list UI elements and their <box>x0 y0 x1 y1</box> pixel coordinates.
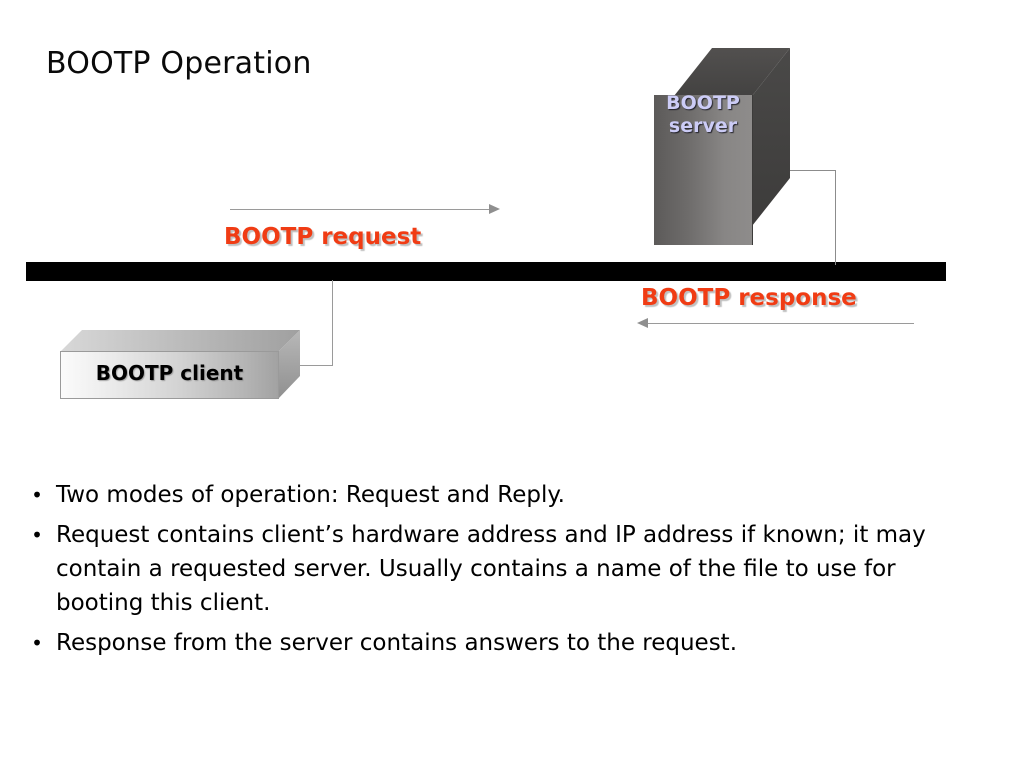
network-backbone-bar <box>26 262 946 281</box>
server-connector-horizontal <box>788 170 836 171</box>
client-connector-vertical <box>332 280 333 366</box>
list-item: • Response from the server contains answ… <box>18 626 968 660</box>
bullet-point-icon: • <box>31 631 43 655</box>
client-label: BOOTP client <box>95 361 244 385</box>
bootp-request-label: BOOTP request <box>224 224 422 250</box>
list-item-text: Two modes of operation: Request and Repl… <box>56 482 565 508</box>
server-label-line1: BOOTP <box>666 92 740 114</box>
server-label-line2: server <box>668 115 738 137</box>
page-title: BOOTP Operation <box>46 46 312 81</box>
client-connector-horizontal <box>298 365 333 366</box>
server-box-front-face <box>654 95 753 245</box>
bullet-point-icon: • <box>31 483 43 507</box>
bootp-server-node: BOOTP server <box>650 48 790 248</box>
list-item-text: Request contains client’s hardware addre… <box>56 522 926 616</box>
bullet-point-icon: • <box>31 523 43 547</box>
list-item: • Request contains client’s hardware add… <box>18 518 968 620</box>
response-arrow-head-icon <box>637 318 648 328</box>
response-arrow-line <box>646 323 914 324</box>
client-box-front-face <box>60 351 279 399</box>
list-item-text: Response from the server contains answer… <box>56 630 738 656</box>
bootp-client-node: BOOTP client <box>60 330 300 400</box>
bullet-list: • Two modes of operation: Request and Re… <box>18 478 968 666</box>
server-label: BOOTP server <box>654 92 752 138</box>
bootp-response-label: BOOTP response <box>641 285 857 311</box>
request-arrow-line <box>230 209 498 210</box>
server-connector-vertical <box>835 170 836 265</box>
bootp-operation-diagram: BOOTP server BOOTP client BOOTP request … <box>26 48 946 400</box>
request-arrow-head-icon <box>489 204 500 214</box>
client-box-top-face <box>60 330 300 352</box>
list-item: • Two modes of operation: Request and Re… <box>18 478 968 512</box>
client-box-side-face <box>278 330 300 399</box>
